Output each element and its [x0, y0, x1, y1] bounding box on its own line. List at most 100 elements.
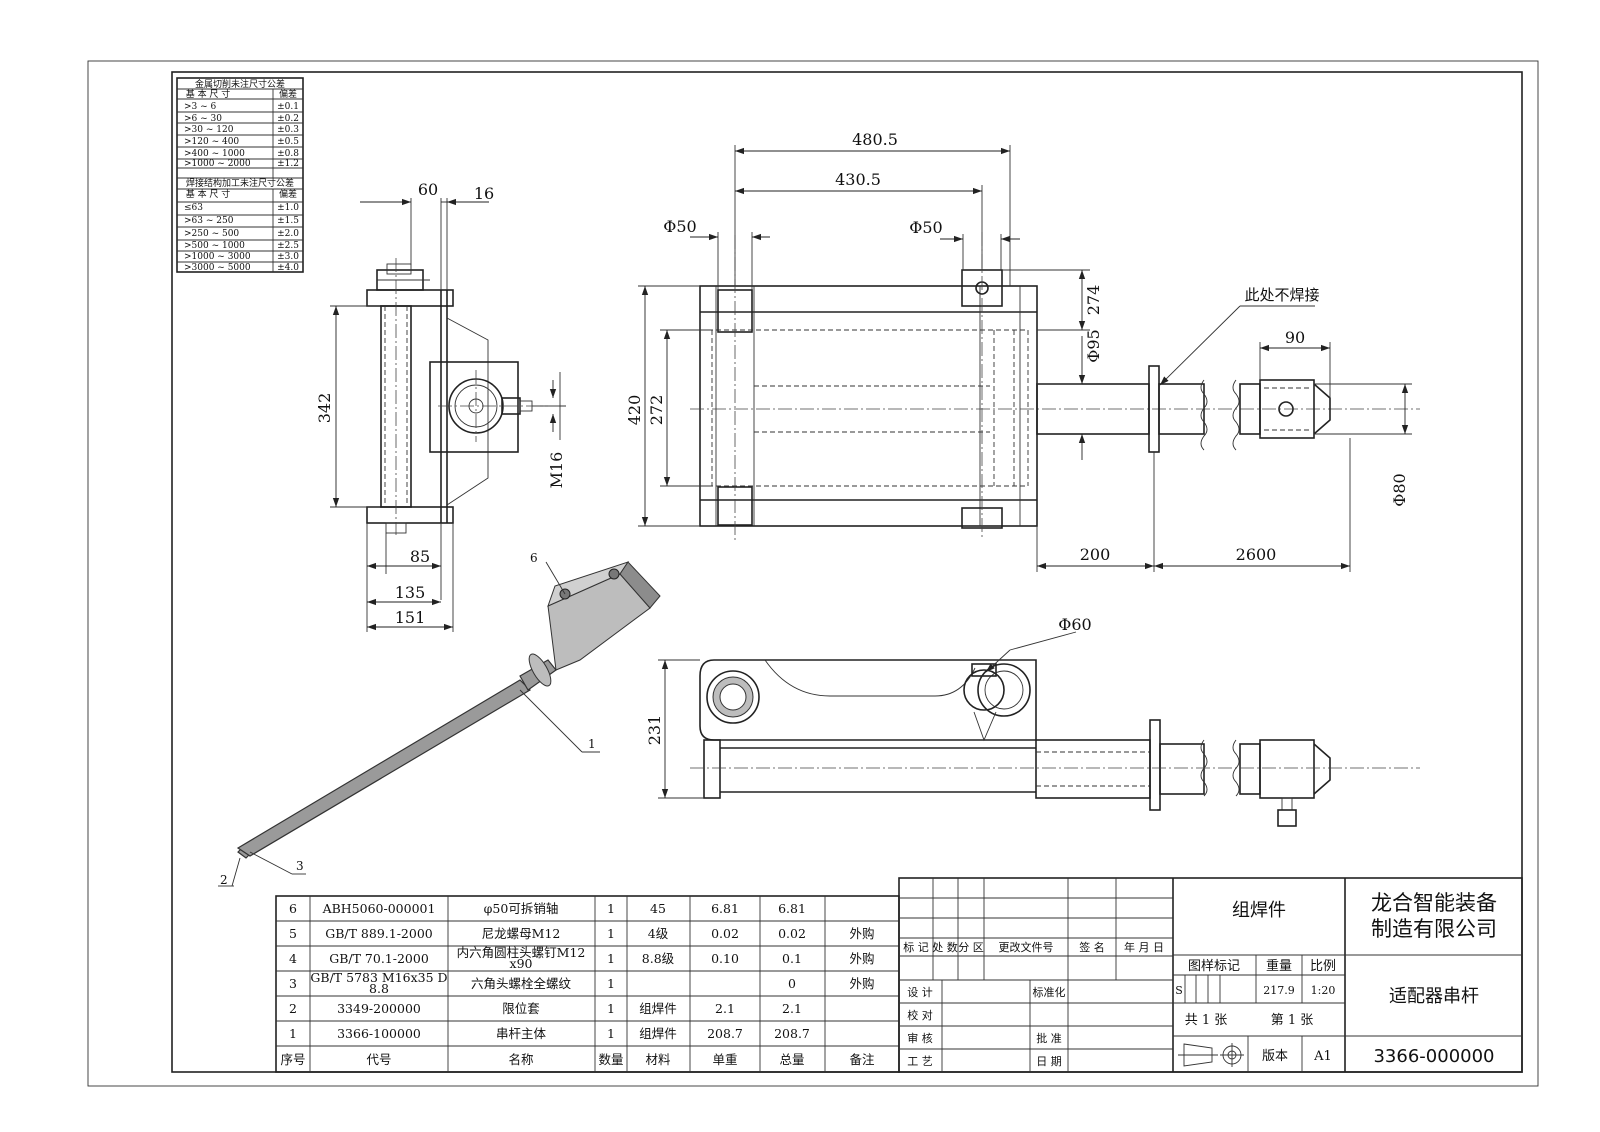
scale-label: 比例	[1310, 959, 1336, 974]
tolerance-value: ±2.0	[277, 229, 299, 239]
bom-header: 序号	[280, 1052, 305, 1067]
dim-phi95: Φ95	[1084, 329, 1103, 362]
no-weld-note: 此处不焊接	[1244, 286, 1319, 304]
outer-border	[87, 60, 1539, 1087]
dim-phi60: Φ60	[1058, 615, 1091, 634]
revision-header: 更改文件号	[999, 940, 1054, 954]
mark-value: S	[1175, 984, 1183, 997]
tolerance-size: ≤63	[184, 203, 203, 213]
bom-cell: 尼龙螺母M12	[482, 926, 561, 941]
bom-cell: 208.7	[707, 1026, 743, 1041]
sign-label: 日 期	[1036, 1055, 1062, 1068]
bom-header: 总量	[779, 1052, 804, 1067]
tolerance-value: ±1.0	[277, 203, 299, 213]
front-view: Φ60 231	[645, 615, 1420, 827]
tolerance-size: >30 ~ 120	[184, 125, 234, 135]
tolerance-value: ±0.1	[277, 102, 299, 112]
tolerance-welding-title: 焊接结构加工未注尺寸公差	[186, 177, 294, 189]
version-value: A1	[1313, 1049, 1332, 1064]
mark-label: 图样标记	[1188, 959, 1240, 974]
bom-header: 备注	[849, 1052, 875, 1067]
sign-label: 标准化	[1033, 985, 1066, 999]
sign-label: 校 对	[907, 1008, 933, 1022]
bom-header: 数量	[598, 1052, 623, 1067]
version-label: 版本	[1262, 1049, 1288, 1064]
tolerance-value: ±0.2	[277, 114, 299, 124]
drawing-number: 3366-000000	[1373, 1046, 1494, 1067]
dim-200: 200	[1080, 545, 1111, 564]
tolerance-value: ±0.5	[277, 137, 299, 147]
projection-symbol-icon	[1178, 1043, 1244, 1067]
revision-header: 签 名	[1079, 940, 1105, 954]
tolerance-size: >3 ~ 6	[184, 102, 217, 112]
weight-label: 重量	[1266, 958, 1292, 974]
balloon-1: 1	[588, 737, 596, 751]
bom-cell: 0.10	[711, 951, 739, 966]
dim-85: 85	[410, 547, 430, 566]
bom-cell: 限位套	[502, 1001, 540, 1016]
dim-m16: M16	[547, 452, 566, 489]
bom-cell: 0.02	[778, 926, 806, 941]
revision-header: 标 记	[903, 940, 929, 954]
dim-90: 90	[1285, 328, 1305, 347]
dim-135: 135	[395, 583, 426, 602]
tolerance-header: 偏差	[279, 188, 297, 200]
bom-cell: 3	[289, 976, 297, 991]
bom-cell: 外购	[849, 951, 874, 966]
tolerance-value: ±1.5	[277, 216, 299, 226]
revision-header: 年 月 日	[1124, 940, 1164, 954]
sheets-total: 共 1 张	[1185, 1013, 1228, 1028]
tolerance-value: ±4.0	[277, 263, 299, 273]
bom-header: 材料	[645, 1052, 671, 1067]
tolerance-value: ±3.0	[277, 252, 299, 262]
tolerance-size: >1000 ~ 2000	[184, 159, 251, 169]
scale-value: 1:20	[1311, 984, 1336, 997]
bom-cell: φ50可拆销轴	[484, 901, 559, 916]
company-name-line2: 制造有限公司	[1371, 917, 1497, 941]
dim-phi50-left: Φ50	[663, 217, 696, 236]
tolerance-header: 偏差	[279, 88, 297, 100]
bom-cell: 6.81	[778, 901, 806, 916]
weight-value: 217.9	[1263, 984, 1295, 997]
tolerance-size: >400 ~ 1000	[184, 149, 245, 159]
bom-cell: 2.1	[715, 1001, 735, 1016]
tolerance-table: 金属切削未注尺寸公差 基 本 尺 寸 偏差 >3 ~ 6±0.1>6 ~ 30±…	[176, 77, 304, 273]
dim-2600: 2600	[1236, 545, 1277, 564]
tolerance-value: ±0.3	[277, 125, 299, 135]
bom-header: 单重	[712, 1052, 737, 1067]
tolerance-machining-title: 金属切削未注尺寸公差	[195, 78, 285, 90]
bom-cell: 4级	[648, 926, 669, 941]
bom-cell: 4	[289, 951, 297, 966]
dim-16: 16	[474, 184, 494, 203]
bom-cell: 1	[607, 926, 615, 941]
dim-231: 231	[645, 715, 664, 746]
bom-cell: 45	[650, 901, 666, 916]
bom-cell: 208.7	[774, 1026, 810, 1041]
dim-phi50-right: Φ50	[909, 218, 942, 237]
dim-480: 480.5	[852, 130, 898, 149]
revision-header: 分 区	[958, 941, 984, 954]
title-block: 标 记处 数分 区更改文件号签 名年 月 日 设 计标准化校 对审 核批 准工 …	[898, 877, 1523, 1073]
tolerance-value: ±2.5	[277, 241, 299, 251]
dim-phi80: Φ80	[1390, 473, 1409, 506]
bom-header: 代号	[366, 1052, 391, 1067]
bom-cell: 1	[607, 901, 615, 916]
dim-274: 274	[1084, 285, 1103, 316]
bom-cell: 0.02	[711, 926, 739, 941]
tolerance-size: >500 ~ 1000	[184, 241, 245, 251]
top-view: 480.5 430.5 Φ50 Φ50 274 420 272 Φ95 200	[625, 130, 1420, 572]
company-name-line1: 龙合智能装备	[1371, 891, 1497, 915]
bom-cell: 2.1	[782, 1001, 802, 1016]
tolerance-value: ±0.8	[277, 149, 299, 159]
side-view: 60 16 342 M16 85 135 151	[315, 180, 566, 632]
dim-420: 420	[625, 395, 644, 426]
tolerance-size: >120 ~ 400	[184, 137, 239, 147]
sheet-number: 第 1 张	[1271, 1013, 1314, 1028]
bom-cell: 8.8级	[642, 951, 675, 966]
balloon-2: 2	[220, 873, 228, 887]
dim-272: 272	[647, 395, 666, 426]
dim-342: 342	[315, 393, 334, 424]
